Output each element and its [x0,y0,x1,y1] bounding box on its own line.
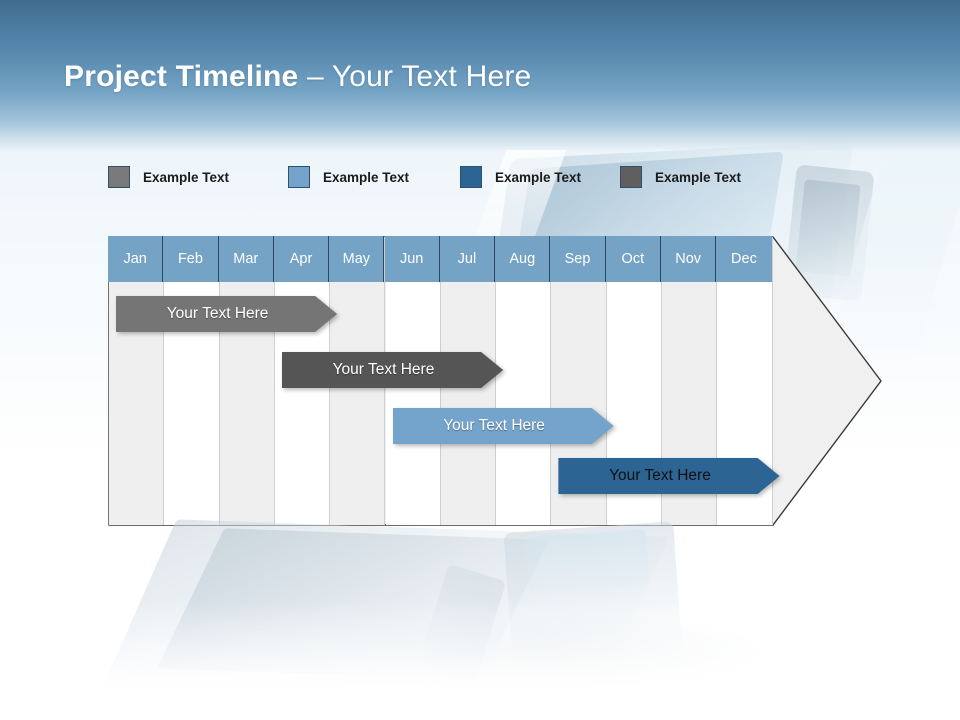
task-bar-label: Your Text Here [609,467,711,484]
legend-swatch-icon [288,166,310,188]
page-title-bold: Project Timeline [64,60,299,93]
task-bar-arrow-icon [116,296,337,332]
month-header-feb[interactable]: Feb [163,236,219,282]
task-bar-arrow-icon [393,408,614,444]
month-column [164,237,220,525]
month-header-sep[interactable]: Sep [550,236,606,282]
task-bar-2[interactable]: Your Text Here [282,352,503,388]
legend-item: Example Text [288,166,409,188]
month-header-nov[interactable]: Nov [661,236,717,282]
month-column [219,237,275,525]
page-title: Project Timeline – Your Text Here [64,60,531,94]
task-bar-3[interactable]: Your Text Here [393,408,614,444]
month-header-jan[interactable]: Jan [108,236,164,282]
month-header-jul[interactable]: Jul [439,236,496,282]
legend-label: Example Text [323,169,410,185]
month-column [109,237,165,525]
task-bar-arrow-icon [282,352,503,388]
task-bar-label: Your Text Here [166,305,269,322]
legend-swatch-icon [620,166,642,188]
legend-item: Example Text [108,166,229,188]
legend-swatch-icon [460,166,482,188]
header-gradient-band [0,0,960,152]
month-header-apr[interactable]: Apr [273,236,330,282]
legend-label: Example Text [495,169,582,185]
month-header-jun[interactable]: Jun [384,236,440,282]
page-title-rest: – Your Text Here [298,60,532,93]
legend-item: Example Text [460,166,581,188]
legend-label: Example Text [143,169,230,185]
legend-swatch-icon [108,166,130,188]
month-header-mar[interactable]: Mar [218,236,274,282]
month-header-aug[interactable]: Aug [495,236,551,282]
month-column [496,237,552,525]
legend: Example Text Example Text Example Text Exam… [108,166,808,196]
legend-label: Example Text [655,169,742,185]
month-header-may[interactable]: May [329,236,385,282]
month-header-oct[interactable]: Oct [605,236,661,282]
task-bar-label: Your Text Here [443,417,545,434]
month-header-dec[interactable]: Dec [716,236,772,282]
task-bar-4[interactable]: Your Text Here [558,458,779,494]
task-bar-arrow-icon [558,458,779,494]
task-bar-label: Your Text Here [332,361,435,378]
legend-item: Example Text [620,166,741,188]
task-bar-1[interactable]: Your Text Here [116,296,337,332]
